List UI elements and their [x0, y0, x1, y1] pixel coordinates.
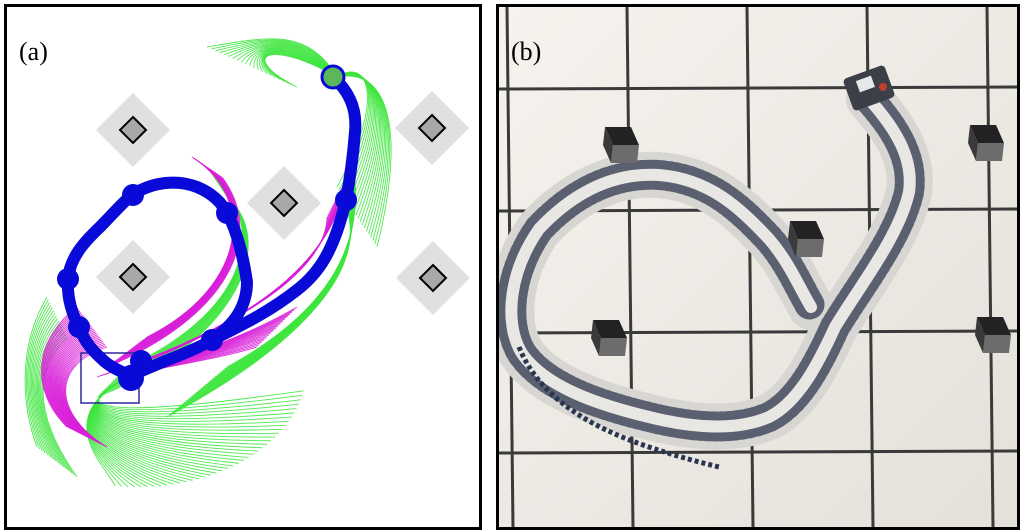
candidate-trajectory: [336, 75, 392, 248]
candidate-trajectory: [33, 315, 57, 462]
waypoints-layer: [57, 184, 357, 391]
candidate-trajectory: [118, 170, 238, 359]
candidate-trajectory: [28, 304, 52, 454]
waypoint: [118, 365, 144, 391]
diamond-obstacle-icon: [96, 93, 170, 167]
robot-trail-photo: [499, 7, 1017, 527]
cube-block-icon: [968, 125, 1004, 161]
candidate-trajectories-green: [24, 38, 392, 488]
waypoint: [335, 189, 357, 211]
waypoint: [201, 329, 223, 351]
candidate-trajectory: [108, 175, 240, 366]
diamond-obstacle-icon: [395, 91, 469, 165]
cube-block-icon: [788, 221, 824, 257]
candidate-trajectory: [86, 375, 132, 487]
candidate-trajectory: [35, 320, 62, 466]
panel-b-label: (b): [511, 37, 542, 66]
obstacles-layer: [96, 91, 470, 315]
grid-line: [499, 329, 1017, 335]
candidate-trajectory: [30, 310, 55, 458]
grid-line: [499, 85, 1017, 91]
panel-a-label: (a): [19, 37, 48, 66]
candidate-trajectory: [114, 172, 239, 362]
diamond-obstacle-icon: [247, 166, 321, 240]
candidate-trajectory: [120, 170, 237, 358]
candidate-trajectory: [41, 334, 75, 476]
candidate-trajectory: [96, 216, 328, 378]
blocks-layer: [591, 125, 1011, 356]
waypoint: [122, 184, 144, 206]
goal-marker-icon: [320, 64, 346, 90]
cube-block-icon: [975, 317, 1011, 353]
candidate-trajectory: [112, 173, 239, 364]
cube-block-icon: [591, 320, 627, 356]
candidate-trajectory: [32, 312, 56, 460]
candidate-trajectory: [122, 169, 237, 356]
waypoint: [57, 268, 79, 290]
cube-block-icon: [603, 127, 639, 163]
candidate-trajectory: [123, 168, 236, 355]
panel-b-photo: (b): [496, 4, 1020, 530]
candidate-trajectory: [110, 174, 240, 365]
diamond-obstacle-icon: [96, 240, 170, 314]
grid-line: [985, 7, 995, 527]
candidate-trajectory: [27, 302, 51, 452]
candidate-trajectory: [24, 296, 48, 448]
candidate-trajectory: [36, 323, 65, 468]
grid-line: [625, 7, 635, 527]
trajectory-plot: [24, 38, 470, 488]
grid-line: [499, 449, 1017, 455]
robot-icon: [843, 65, 895, 111]
candidate-trajectory: [264, 54, 338, 88]
floor-background: [499, 7, 1017, 527]
diamond-obstacle-icon: [396, 241, 470, 315]
candidate-trajectory: [29, 307, 53, 456]
waypoint: [216, 202, 238, 224]
candidate-trajectory: [106, 176, 241, 368]
candidate-trajectory: [65, 346, 108, 448]
candidate-trajectory: [116, 171, 238, 361]
panel-a-trajectory-plot: (a): [4, 4, 482, 530]
trail-highlight: [505, 93, 916, 433]
trail-shadow: [516, 346, 720, 470]
candidate-trajectory: [34, 318, 59, 464]
waypoint: [68, 316, 90, 338]
candidate-trajectory: [166, 196, 351, 418]
robot-trail: [499, 76, 933, 470]
candidate-trajectory: [25, 299, 49, 450]
